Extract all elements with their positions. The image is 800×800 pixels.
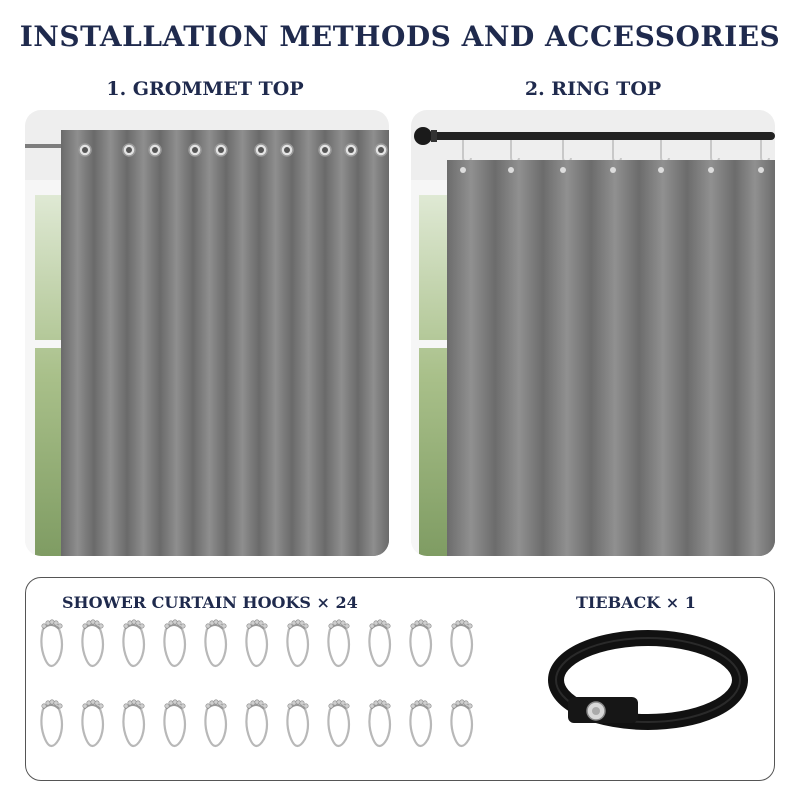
hooks-label: SHOWER CURTAIN HOOKS × 24: [62, 593, 358, 612]
page-title: INSTALLATION METHODS AND ACCESSORIES: [19, 20, 781, 53]
tieback-label: TIEBACK × 1: [576, 593, 696, 612]
accessories-box: [25, 577, 775, 781]
grommet-top-image: [25, 110, 389, 556]
ring-top-image: [411, 110, 775, 556]
tieback-image: [548, 630, 748, 730]
shower-hooks-image: [40, 618, 474, 748]
ring-top-label: 2. RING TOP: [524, 78, 662, 100]
grommet-top-label: 1. GROMMET TOP: [106, 78, 304, 100]
